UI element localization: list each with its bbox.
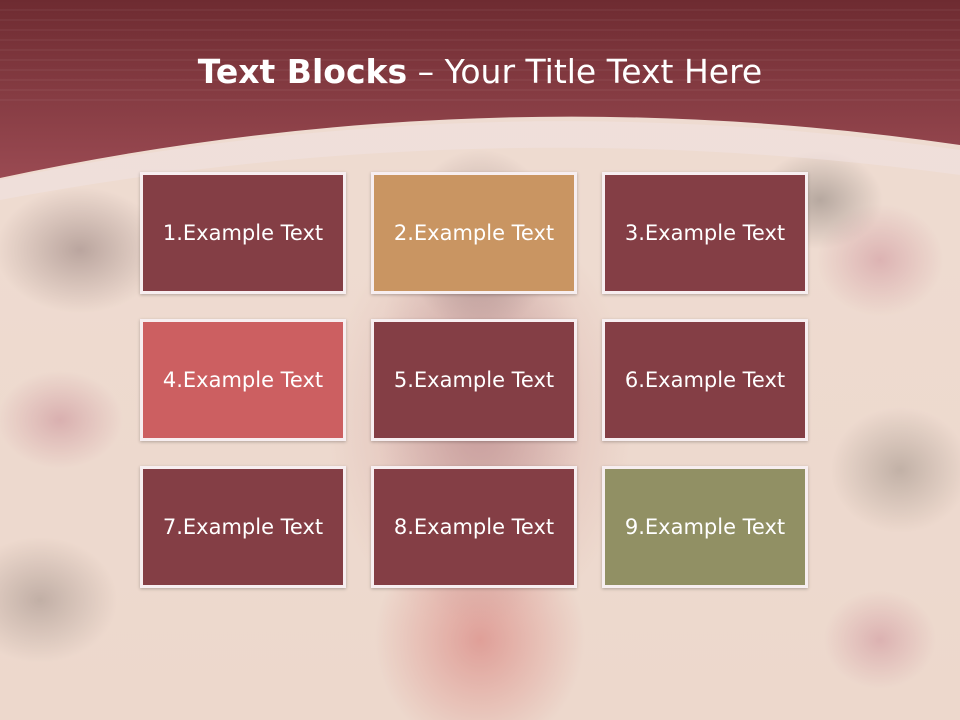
text-block-label: 4.Example Text	[162, 368, 324, 392]
text-block-label: 2.Example Text	[393, 221, 555, 245]
title-band-shape	[0, 0, 960, 200]
text-block-9[interactable]: 9.Example Text	[602, 466, 808, 588]
text-block-1[interactable]: 1.Example Text	[140, 172, 346, 294]
text-block-8[interactable]: 8.Example Text	[371, 466, 577, 588]
text-block-2[interactable]: 2.Example Text	[371, 172, 577, 294]
title-band-fill	[0, 0, 960, 178]
text-block-5[interactable]: 5.Example Text	[371, 319, 577, 441]
title-band-arc	[0, 121, 960, 200]
text-block-label: 7.Example Text	[162, 515, 324, 539]
text-block-6[interactable]: 6.Example Text	[602, 319, 808, 441]
text-block-label: 3.Example Text	[624, 221, 786, 245]
text-block-label: 6.Example Text	[624, 368, 786, 392]
text-block-label: 8.Example Text	[393, 515, 555, 539]
text-block-4[interactable]: 4.Example Text	[140, 319, 346, 441]
title-band: Text Blocks – Your Title Text Here	[0, 0, 960, 200]
title-rest-part: Your Title Text Here	[444, 52, 763, 91]
title-separator: –	[407, 52, 445, 91]
text-block-label: 1.Example Text	[162, 221, 324, 245]
text-block-label: 5.Example Text	[393, 368, 555, 392]
text-block-7[interactable]: 7.Example Text	[140, 466, 346, 588]
page-title: Text Blocks – Your Title Text Here	[0, 52, 960, 91]
title-bold-part: Text Blocks	[197, 52, 408, 91]
text-block-label: 9.Example Text	[624, 515, 786, 539]
text-block-3[interactable]: 3.Example Text	[602, 172, 808, 294]
